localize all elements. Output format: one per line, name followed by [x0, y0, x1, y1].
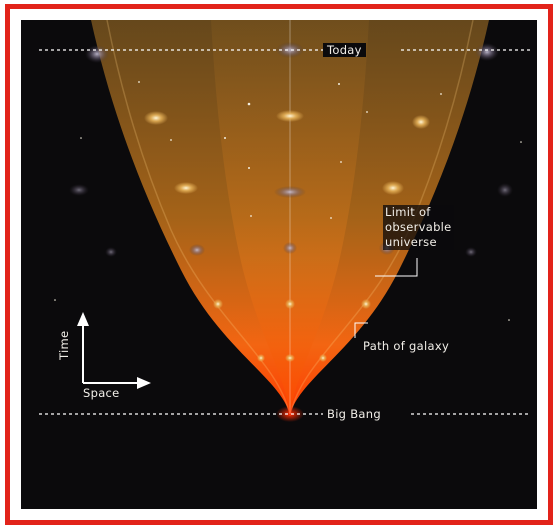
- big-bang-point: [276, 406, 304, 422]
- path-leader-line: [354, 322, 368, 338]
- big-bang-label: Big Bang: [323, 407, 385, 421]
- stars: [54, 81, 522, 321]
- today-label: Today: [323, 43, 366, 57]
- galaxies: [69, 42, 513, 362]
- space-axis-label: Space: [83, 386, 120, 400]
- limit-leader-line: [375, 258, 418, 277]
- red-frame: Today Big Bang Limit of observable unive…: [5, 4, 553, 525]
- observable-universe-cone: [211, 20, 369, 416]
- time-axis-label: Time: [57, 330, 71, 360]
- path-of-galaxy-label: Path of galaxy: [363, 339, 450, 353]
- diagram-panel: Today Big Bang Limit of observable unive…: [21, 20, 537, 509]
- axis-arrows: [77, 312, 151, 389]
- limit-of-observable-universe-label: Limit of observable universe: [383, 205, 454, 250]
- cone-diagram: [39, 20, 531, 422]
